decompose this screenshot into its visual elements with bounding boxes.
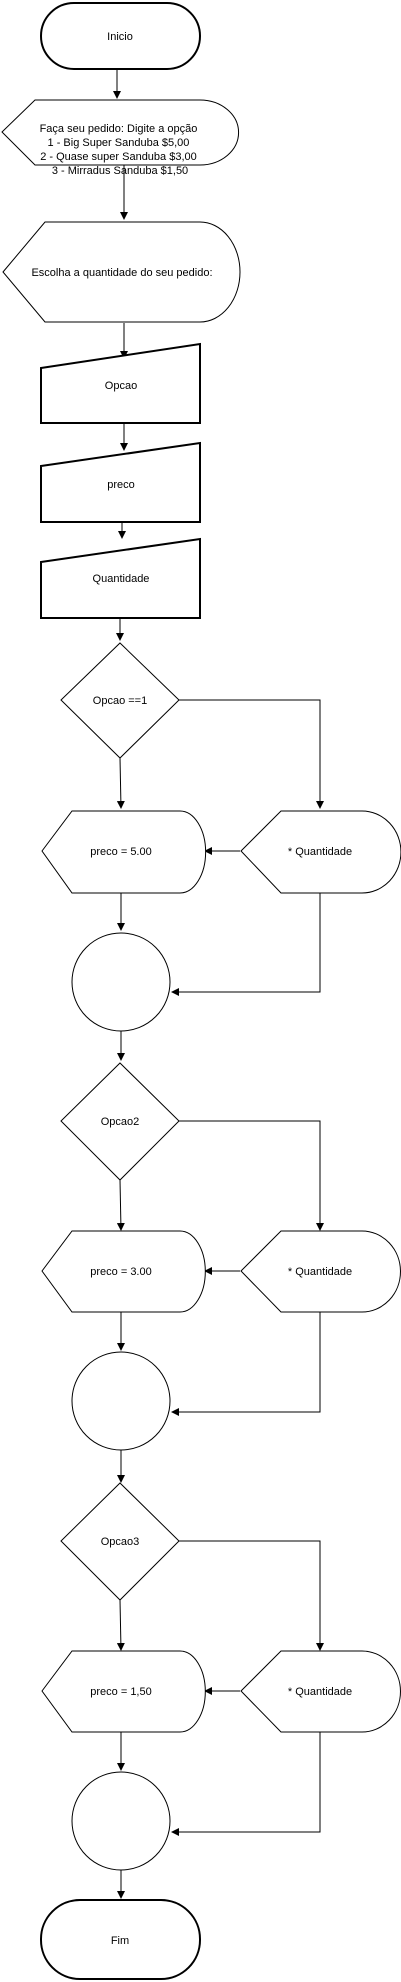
order-prompt-text: Faça seu pedido: Digite a opção 1 - Big …: [40, 123, 201, 177]
input-opcao-label: Opcao: [105, 380, 137, 392]
connector-2: [71, 1351, 171, 1451]
assign-3-label: preco = 1,50: [90, 1686, 151, 1698]
calc-1-display: * Quantidade: [240, 810, 401, 894]
connector-1: [71, 932, 171, 1032]
decision-1-label: Opcao ==1: [93, 695, 147, 707]
edge-calc1-to-connector1: [171, 893, 321, 996]
assign-3-display: preco = 1,50: [41, 1650, 206, 1733]
edge-decision2-to-assign2: [116, 1179, 125, 1231]
calc-2-display: * Quantidade: [240, 1230, 401, 1313]
edge-decision3-to-assign3: [116, 1599, 125, 1651]
assign-2-display: preco = 3.00: [41, 1230, 206, 1313]
decision-3-label: Opcao3: [101, 1536, 140, 1548]
input-quantidade: Quantidade: [40, 537, 201, 619]
assign-1-label: preco = 5.00: [90, 846, 151, 858]
start-terminator: Inicio: [40, 2, 201, 70]
order-prompt-display: Faça seu pedido: Digite a opção 1 - Big …: [1, 99, 240, 177]
end-terminator: Fim: [40, 1899, 201, 1980]
start-label: Inicio: [107, 31, 133, 43]
calc-3-label: * Quantidade: [288, 1686, 352, 1698]
calc-3-display: * Quantidade: [240, 1650, 401, 1733]
edges: [113, 69, 324, 1899]
connector-3: [71, 1771, 171, 1871]
assign-1-display: preco = 5.00: [41, 810, 207, 894]
decision-2: Opcao2: [60, 1062, 180, 1181]
calc-2-label: * Quantidade: [288, 1266, 352, 1278]
edge-calc3-to-connector3: [171, 1732, 321, 1836]
order-prompt-line-2: 1 - Big Super Sanduba $5,00: [48, 137, 190, 149]
assign-2-label: preco = 3.00: [90, 1266, 151, 1278]
calc-1-label: * Quantidade: [288, 846, 352, 858]
order-prompt-line-1: Faça seu pedido: Digite a opção: [40, 123, 198, 135]
quantity-prompt-text: Escolha a quantidade do seu pedido:: [31, 267, 212, 279]
input-preco: preco: [40, 441, 201, 523]
input-quantidade-label: Quantidade: [93, 573, 150, 585]
order-prompt-line-4: 3 - Mirradus Sanduba $1,50: [52, 165, 188, 177]
decision-2-label: Opcao2: [101, 1116, 140, 1128]
edge-decision1-to-assign1: [116, 757, 125, 809]
end-label: Fim: [111, 1935, 129, 1947]
input-preco-label: preco: [107, 479, 135, 491]
input-opcao: Opcao: [40, 342, 201, 424]
decision-3: Opcao3: [60, 1482, 180, 1601]
edge-decision3-to-calc3: [179, 1540, 324, 1651]
decision-1: Opcao ==1: [60, 642, 180, 759]
edge-calc2-to-connector2: [171, 1312, 321, 1416]
quantity-prompt-display: Escolha a quantidade do seu pedido:: [2, 221, 241, 323]
edge-decision2-to-calc2: [179, 1120, 324, 1231]
edge-decision1-to-calc1: [179, 699, 324, 809]
order-prompt-line-3: 2 - Quase super Sanduba $3,00: [40, 151, 197, 163]
